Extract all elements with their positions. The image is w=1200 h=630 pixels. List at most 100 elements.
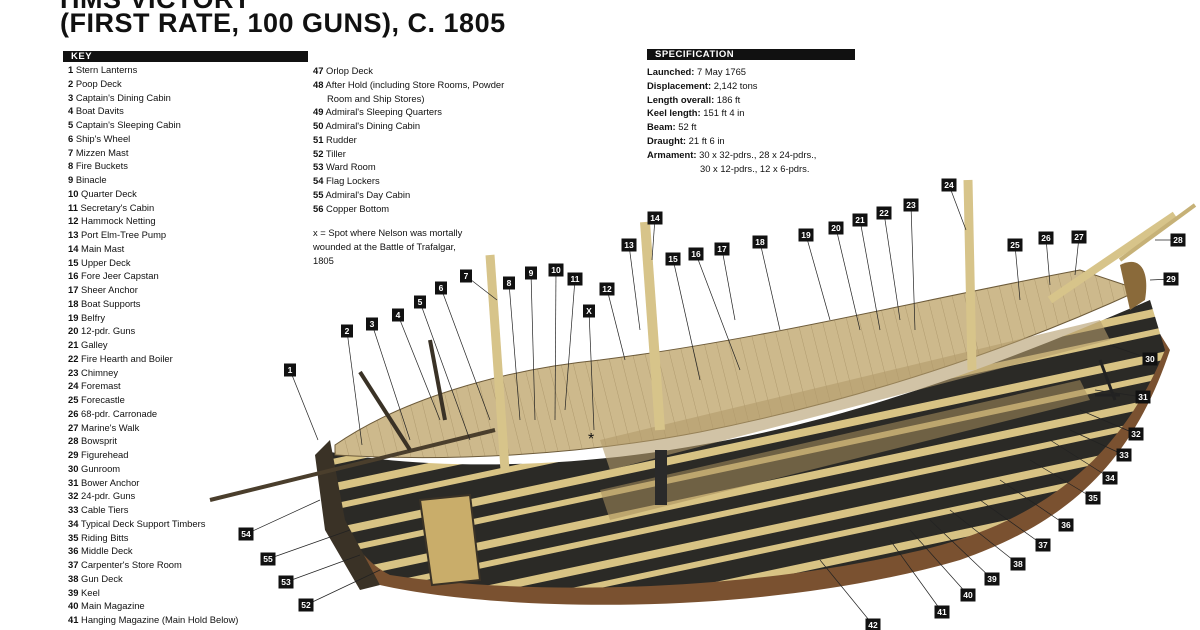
callout-leader-line [530, 272, 536, 421]
key-text: Keel [78, 586, 100, 598]
spec-row: Launched: 7 May 1765 [647, 65, 816, 79]
spec-row: Beam: 52 ft [647, 120, 816, 134]
callout-leader-line [859, 219, 881, 331]
key-item: 24 Foremast [68, 379, 238, 393]
callout-label-15: 15 [665, 252, 681, 266]
key-item: 30 Gunroom [68, 462, 238, 476]
callout-leader-line [1045, 237, 1051, 286]
key-text: Secretary's Cabin [77, 201, 155, 213]
key-text: Copper Bottom [323, 202, 390, 214]
spec-row: Draught: 21 ft 6 in [647, 134, 816, 148]
key-number: 22 [68, 352, 79, 364]
callout-label-31: 31 [1135, 390, 1151, 404]
callout-leader-line [606, 288, 626, 361]
key-item: 16 Fore Jeer Capstan [68, 269, 238, 283]
key-text: Cable Tiers [78, 504, 129, 515]
bower-anchor [1095, 359, 1120, 401]
key-number: 50 [313, 120, 324, 131]
spec-value: 21 ft 6 in [686, 134, 725, 146]
callout-label-9: 9 [525, 266, 537, 280]
mizzen-mast [485, 254, 510, 471]
key-item: 17 Sheer Anchor [68, 283, 238, 297]
svg-text:20: 20 [831, 223, 841, 233]
key-item: 47 Orlop Deck [313, 64, 504, 78]
fore-mast [963, 179, 977, 371]
callout-label-37: 37 [1035, 538, 1051, 552]
key-text: Port Elm-Tree Pump [78, 229, 167, 240]
key-text: Main Magazine [78, 600, 145, 612]
svg-text:17: 17 [717, 244, 727, 254]
nelson-spot-marker: * [588, 431, 594, 448]
key-number: 8 [68, 160, 74, 172]
key-number: 38 [68, 572, 79, 584]
key-item: 50 Admiral's Dining Cabin [313, 119, 504, 133]
callout-leader-line [1029, 459, 1094, 499]
callout-label-29: 29 [1163, 272, 1179, 286]
key-number: 39 [68, 586, 79, 598]
callout-leader-line [910, 204, 916, 331]
callout-label-2: 2 [341, 324, 353, 338]
key-number: 48 [313, 78, 324, 90]
key-item: 7 Mizzen Mast [68, 146, 238, 160]
callout-leader-line [419, 301, 471, 441]
key-number: 28 [68, 435, 79, 447]
svg-text:25: 25 [1010, 240, 1020, 250]
key-item: 56 Copper Bottom [313, 202, 504, 216]
main-mast [640, 221, 665, 431]
spec-value: 7 May 1765 [694, 66, 747, 77]
spec-row: Displacement: 2,142 tons [647, 79, 816, 93]
callout-label-x: X [583, 304, 595, 318]
callout-leader-line [948, 184, 967, 231]
callout-leader-line [440, 287, 491, 421]
key-text: Hammock Netting [78, 215, 156, 227]
callout-leader-line [554, 269, 557, 421]
callout-label-35: 35 [1085, 491, 1101, 505]
key-text: Fire Buckets [73, 160, 128, 172]
key-item: 10 Quarter Deck [68, 187, 238, 201]
svg-text:13: 13 [624, 240, 634, 250]
svg-text:53: 53 [281, 577, 291, 587]
svg-text:22: 22 [879, 208, 889, 218]
key-text: Ward Room [323, 161, 376, 173]
note-line: 1805 [313, 254, 334, 266]
key-item: 36 Middle Deck [68, 544, 238, 558]
key-item: 14 Main Mast [68, 242, 238, 256]
specification-heading: SPECIFICATION [647, 49, 855, 60]
spec-label: Displacement: [647, 79, 712, 91]
key-number: 23 [68, 366, 79, 378]
key-item: 27 Marine's Walk [68, 421, 238, 435]
spec-label: Keel length: [647, 107, 701, 119]
svg-text:14: 14 [650, 213, 660, 223]
key-text: Bower Anchor [78, 476, 140, 488]
title-line-2: (FIRST RATE, 100 GUNS), C. 1805 [60, 8, 506, 38]
key-number: 37 [68, 559, 79, 570]
stern-windows [418, 493, 482, 587]
key-item: 13 Port Elm-Tree Pump [68, 228, 238, 242]
jib-boom [1118, 203, 1197, 262]
key-item: 54 Flag Lockers [313, 174, 504, 188]
key-item: 38 Gun Deck [68, 572, 238, 586]
callout-label-10: 10 [548, 263, 564, 277]
key-text: Stern Lanterns [73, 64, 138, 75]
callout-label-42: 42 [865, 618, 881, 630]
key-item: 15 Upper Deck [68, 256, 238, 270]
key-number: 14 [68, 242, 79, 254]
key-number: 5 [68, 119, 74, 130]
spec-value: 151 ft 4 in [700, 107, 745, 119]
callout-label-24: 24 [941, 178, 957, 192]
key-number: 56 [313, 202, 324, 214]
key-item: 20 12-pdr. Guns [68, 324, 238, 338]
callout-label-16: 16 [688, 247, 704, 261]
key-text: Admiral's Sleeping Quarters [323, 106, 442, 118]
key-text: Captain's Sleeping Cabin [73, 119, 181, 130]
note-line: x = Spot where Nelson was mortally [313, 227, 463, 238]
spec-value: 2,142 tons [711, 79, 758, 91]
key-item: 52 Tiller [313, 147, 504, 161]
key-text: Middle Deck [78, 545, 133, 557]
key-item: 23 Chimney [68, 366, 238, 380]
callout-label-17: 17 [714, 242, 730, 256]
key-item: 40 Main Magazine [68, 599, 238, 613]
svg-text:10: 10 [551, 265, 561, 275]
svg-text:42: 42 [868, 620, 878, 630]
